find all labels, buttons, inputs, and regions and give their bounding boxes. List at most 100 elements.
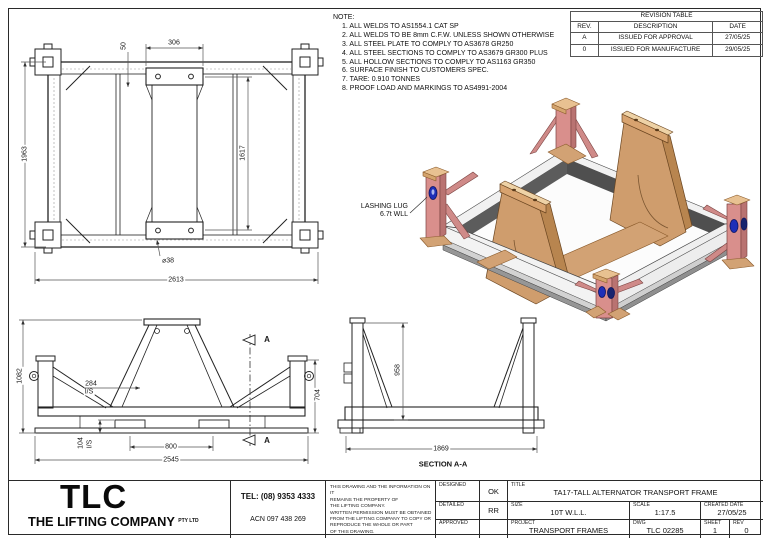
titleblock-divider [435,501,763,502]
plan-dim-rail-width: 50 [120,41,128,51]
note-item: 5. ALL HOLLOW SECTIONS TO COMPLY TO AS11… [342,58,536,66]
phone-number: TEL: (08) 9353 4333 [240,492,316,501]
plan-dim-plate-width: 306 [167,39,181,47]
company-logo: TLC [60,478,128,515]
disclaimer-line: THE LIFTING COMPANY. [330,504,386,510]
rev-cell: REV 0 [729,519,763,538]
revision-desc: ISSUED FOR APPROVAL [597,32,714,45]
designed-label: DESIGNED [439,482,467,488]
revision-desc: ISSUED FOR MANUFACTURE [597,44,714,57]
elev-dim-inside-height: 104 [77,436,85,450]
section-marker-top: A [263,335,271,344]
disclaimer-line: OF THIS DRAWING. [330,529,375,535]
titleblock-divider [435,519,763,520]
elev-dim-inside-width: 284 [84,380,98,388]
designed-value-cell: OK [479,481,507,501]
lashing-lug-callout-line2: 6.7t WLL [379,211,408,218]
revision-row: 0 ISSUED FOR MANUFACTURE 29/05/25 [570,44,763,57]
iso-view [409,97,755,322]
disclaimer-line: FROM THE LIFTING COMPANY TO COPY OR [330,517,432,523]
disclaimer-line: WRITTEN PERMISSION MUST BE OBTAINED [330,510,432,516]
section-title: SECTION A-A [418,459,468,469]
scale-label: SCALE [633,502,651,508]
designed-cell: DESIGNED [435,481,479,501]
detailed-value-cell: RR [479,501,507,519]
revision-row: A ISSUED FOR APPROVAL 27/05/25 [570,32,763,45]
title-block: TLC THE LIFTING COMPANY PTY LTD TEL: (08… [8,478,763,538]
company-logo-cell: TLC THE LIFTING COMPANY PTY LTD [8,478,230,538]
note-item: 7. TARE: 0.910 TONNES [342,76,421,84]
created-date-value: 27/05/25 [717,508,747,517]
disclaimer-line: REMAINS THE PROPERTY OF [330,497,399,503]
section-marker-bottom: A [263,436,271,445]
contact-cell: TEL: (08) 9353 4333 ACN 097 438 269 [230,481,325,538]
revision-col-rev: REV. [570,21,599,33]
revision-rev: 0 [570,44,599,57]
section-dim-width: 1869 [432,445,450,453]
sheet-cell: SHEET 1 [700,519,729,538]
section-view [337,317,545,453]
note-item: 2. ALL WELDS TO BE 8mm C.F.W. UNLESS SHO… [342,31,555,39]
sheet-number: 1 [712,526,718,535]
lashing-lug-callout-line1: LASHING LUG [360,203,408,210]
section-dim-height: 958 [394,363,402,377]
title-label: TITLE [511,482,526,488]
company-name: THE LIFTING COMPANY PTY LTD [28,514,199,529]
drawing-title: TA17-TALL ALTERNATOR TRANSPORT FRAME [553,488,718,497]
sheet-label: SHEET [704,520,722,526]
elev-dim-inside-height-suffix: I/S [86,438,94,450]
project-cell: PROJECT TRANSPORT FRAMES [507,519,629,538]
company-suffix: PTY LTD [178,518,199,524]
elev-dim-inside-width-suffix: I/S [83,388,95,396]
project-label: PROJECT [511,520,536,526]
designed-value: OK [488,487,499,496]
note-item: 1. ALL WELDS TO AS1554.1 CAT SP [342,22,459,30]
note-item: 8. PROOF LOAD AND MARKINGS TO AS4991-200… [342,85,508,93]
created-date-label: CREATED DATE [704,502,744,508]
elev-dim-overall-width: 2545 [162,456,180,464]
dwg-number: TLC 02285 [646,526,684,535]
rev-label: REV [733,520,744,526]
detailed-label: DETAILED [439,502,464,508]
approved-cell: APPROVED [435,519,479,538]
lashing-lug-callout: LASHING LUG 6.7t WLL [350,203,408,219]
scale-cell: SCALE 1:17.5 [629,501,700,519]
revision-col-desc: DESCRIPTION [597,21,714,33]
note-item: 6. SURFACE FINISH TO CUSTOMERS SPEC. [342,67,489,75]
plan-view [21,43,324,284]
revision-date: 27/05/25 [712,32,763,45]
disclaimer-line: REPRODUCE THE WHOLE OR PART [330,523,413,529]
scale-value: 1:17.5 [654,508,676,517]
plan-dim-inner-height: 1617 [239,144,247,162]
disclaimer-text: THIS DRAWING AND THE INFORMATION ON IT R… [330,485,435,536]
size-label: SIZE [511,502,523,508]
elev-dim-overall-height: 1082 [16,367,24,385]
note-item: 4. ALL STEEL SECTIONS TO COMPLY TO AS367… [342,49,548,57]
revision-date: 29/05/25 [712,44,763,57]
revision-table-title: REVISION TABLE [570,11,763,22]
rev-number: 0 [744,526,749,535]
note-item: 3. ALL STEEL PLATE TO COMPLY TO AS3678 G… [342,40,514,48]
detailed-cell: DETAILED [435,501,479,519]
plan-dim-overall-width: 2613 [167,276,185,284]
size-value: 10T W.L.L. [550,508,587,517]
elev-dim-pad-spacing: 800 [164,443,178,451]
notes-block: NOTE: 1. ALL WELDS TO AS1554.1 CAT SP 2.… [333,14,554,94]
detailed-value: RR [488,506,499,515]
notes-heading: NOTE: [333,14,355,21]
sheet-border [8,8,761,535]
approved-label: APPROVED [439,520,468,526]
company-name-text: THE LIFTING COMPANY [28,514,175,529]
dwg-label: DWG [633,520,646,526]
revision-col-date: DATE [712,21,763,33]
acn-number: ACN 097 438 269 [250,516,306,523]
disclaimer-line: THIS DRAWING AND THE INFORMATION ON IT [330,485,431,497]
revision-table: REVISION TABLE REV. DESCRIPTION DATE A I… [570,11,763,57]
dwg-cell: DWG TLC 02285 [629,519,700,538]
title-cell: TITLE TA17-TALL ALTERNATOR TRANSPORT FRA… [507,481,763,501]
created-date-cell: CREATED DATE 27/05/25 [700,501,763,519]
project-value: TRANSPORT FRAMES [528,526,609,535]
approved-value-cell [479,519,507,538]
elev-dim-end-height: 704 [314,388,322,402]
